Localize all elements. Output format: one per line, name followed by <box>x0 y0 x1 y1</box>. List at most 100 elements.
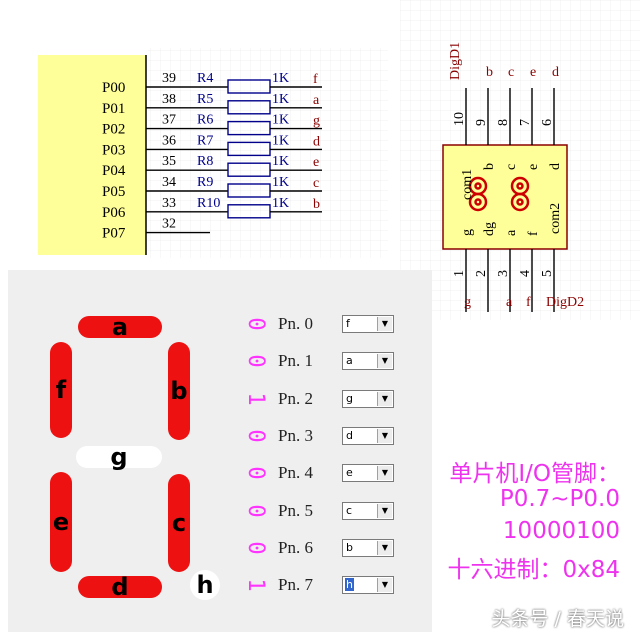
display-inner-top-label: com1 <box>460 169 475 200</box>
bit-value: 1 <box>243 391 268 406</box>
chevron-down-icon[interactable]: ▼ <box>377 503 392 518</box>
note-title: 单片机I/O管脚： <box>449 461 620 487</box>
display-inner-bottom-label: com2 <box>548 203 563 234</box>
chevron-down-icon[interactable]: ▼ <box>377 578 392 593</box>
display-inner-bottom-label: dg <box>482 222 497 236</box>
bit-value: 0 <box>243 354 268 368</box>
chevron-down-icon[interactable]: ▼ <box>377 317 392 331</box>
resistor-label: R10 <box>197 196 220 211</box>
port-label: P03 <box>102 142 125 158</box>
chevron-down-icon[interactable]: ▼ <box>377 466 392 481</box>
chevron-down-icon[interactable]: ▼ <box>377 428 392 443</box>
note-pins: P0.7~P0.0 <box>499 486 620 512</box>
bit-value: 1 <box>243 578 268 592</box>
port-label: P06 <box>102 205 126 221</box>
port-label: P02 <box>102 122 125 138</box>
pin-number: 38 <box>162 92 176 107</box>
display-top-pin: 7 <box>518 119 533 126</box>
bit-value: 0 <box>243 317 268 331</box>
pin-number: 37 <box>162 113 176 128</box>
pin-number: 32 <box>162 217 176 232</box>
port-label: P07 <box>102 226 126 242</box>
pin-label: Pn. 4 <box>278 463 313 483</box>
display-top-pin: 9 <box>474 119 489 126</box>
resistor-label: R5 <box>197 92 213 107</box>
segment-net-label: c <box>313 176 319 191</box>
port-label: P00 <box>102 80 125 96</box>
display-ref-label: DigD1 <box>448 42 463 80</box>
segment-select-value: e <box>346 466 353 480</box>
note-hex: 十六进制：0x84 <box>447 557 620 583</box>
chevron-down-icon[interactable]: ▼ <box>377 391 392 406</box>
pin-number: 35 <box>162 154 176 169</box>
segment-select-value: f <box>346 317 350 330</box>
display-top-seg-label: b <box>486 65 493 80</box>
chevron-down-icon[interactable]: ▼ <box>377 354 392 369</box>
pin-label: Pn. 3 <box>278 425 313 445</box>
display-bottom-pin: 3 <box>496 270 511 277</box>
display-bottom-seg-label: a <box>506 295 513 310</box>
segment-select-value: b <box>346 540 353 554</box>
segment-select-value: c <box>346 503 353 517</box>
display-top-pin: 6 <box>540 119 555 126</box>
display-inner-bottom-label: g <box>460 229 475 236</box>
display-inner-bottom-label: a <box>504 229 519 236</box>
port-label: P01 <box>102 101 125 117</box>
display-top-pin: 8 <box>496 119 511 126</box>
segment-select-value: g <box>346 391 353 405</box>
display-top-pin: 10 <box>452 112 467 126</box>
pin-label: Pn. 6 <box>278 537 313 557</box>
pin-number: 33 <box>162 196 176 211</box>
display-inner-top-label: d <box>548 163 563 170</box>
resistor-value: 1K <box>272 71 289 86</box>
segment-select[interactable]: g▼ <box>342 389 394 408</box>
display-bottom-pin: 2 <box>474 270 489 277</box>
watermark: 头条号 / 春天说 <box>491 608 624 630</box>
resistor-label: R9 <box>197 175 213 190</box>
resistor-label: R8 <box>197 154 213 169</box>
pin-number: 36 <box>162 133 176 148</box>
display-bottom-seg-label: g <box>464 295 471 310</box>
segment-select[interactable]: f▼ <box>342 315 394 333</box>
resistor-label: R4 <box>197 71 213 86</box>
segment-select[interactable]: a▼ <box>342 352 394 371</box>
segment-select[interactable]: c▼ <box>342 501 394 520</box>
segment-a: a <box>78 313 162 341</box>
resistor-label: R6 <box>197 113 213 128</box>
pin-label: Pn. 2 <box>278 388 313 408</box>
display-inner-top-label: b <box>482 163 497 170</box>
segment-g: g <box>76 443 162 471</box>
port-label: P04 <box>102 163 126 179</box>
resistor-value: 1K <box>272 196 289 211</box>
segment-select[interactable]: h▼ <box>342 576 394 595</box>
pin-label: Pn. 1 <box>278 351 313 371</box>
segment-net-label: a <box>313 93 320 108</box>
segment-select[interactable]: d▼ <box>342 426 394 445</box>
segment-select[interactable]: b▼ <box>342 538 394 557</box>
segment-net-label: g <box>313 114 320 129</box>
display-bottom-pin: 1 <box>452 270 467 277</box>
pin-number: 34 <box>162 175 176 190</box>
resistor-value: 1K <box>272 113 289 128</box>
bit-value: 0 <box>243 541 268 555</box>
display-inner-bottom-label: f <box>526 231 541 236</box>
chevron-down-icon[interactable]: ▼ <box>377 540 392 555</box>
segment-f: f <box>50 342 72 438</box>
resistor-value: 1K <box>272 175 289 190</box>
segment-h: h <box>190 570 220 600</box>
segment-select[interactable]: e▼ <box>342 464 394 483</box>
segment-select-value: d <box>346 428 353 442</box>
pin-label: Pn. 5 <box>278 500 313 520</box>
display-top-seg-label: d <box>552 65 559 80</box>
bit-value: 0 <box>243 466 268 480</box>
display-bottom-pin: 5 <box>540 270 555 277</box>
segment-select-value: h <box>345 578 354 592</box>
segment-b: b <box>168 342 190 440</box>
segment-net-label: e <box>313 155 319 170</box>
pin-label: Pn. 0 <box>278 314 313 333</box>
display-ref2-label: DigD2 <box>546 295 584 310</box>
display-inner-top-label: c <box>504 164 519 170</box>
segment-net-label: b <box>313 197 320 212</box>
